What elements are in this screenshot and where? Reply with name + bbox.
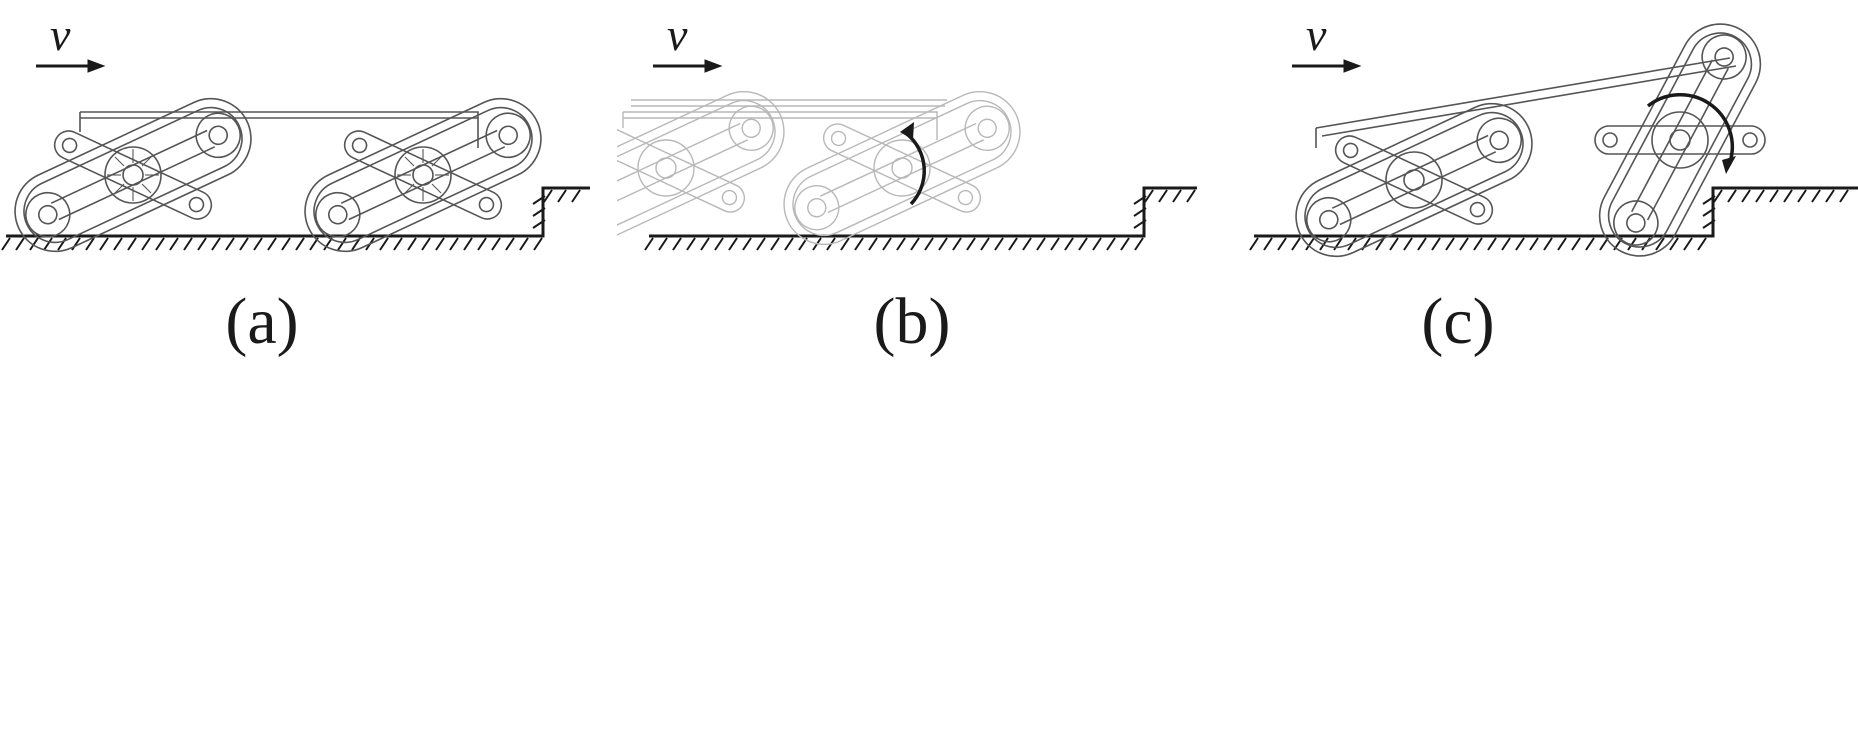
panel-b-drawing [617,59,1197,251]
velocity-label: v [667,9,688,60]
ground-with-step [1,186,590,251]
velocity-label: v [50,9,71,60]
panel-a-drawing [1,59,590,253]
panel-c-drawing [1249,23,1858,258]
panel-caption: (c) [1421,285,1495,358]
panel-c: v (c) [1238,0,1858,377]
velocity-label: v [1306,9,1327,60]
track-unit-rear-ghost [617,90,785,246]
panel-d-scene [0,0,620,377]
track-unit-rear [1295,102,1533,258]
panel-caption: (a) [225,285,299,358]
track-unit-front [304,97,542,253]
track-unit-front-ghost [783,90,1021,246]
track-unit-front [1594,23,1766,257]
rotation-arrow [900,122,926,206]
velocity-arrow [653,59,723,73]
rotation-arrow [1646,93,1736,174]
chassis-frame [79,111,479,148]
ground-with-step [1249,186,1858,251]
panel-d-mechanism [0,377,620,754]
chassis-frame-ghost [622,99,947,140]
track-unit-rear [14,97,252,253]
velocity-arrow [1292,59,1362,73]
velocity-arrow [36,59,106,73]
panel-d [0,377,620,754]
panel-b: v (b) [617,0,1237,377]
ground-with-step [644,186,1197,251]
panel-a: v (a) [0,0,620,377]
panel-caption: (b) [873,285,951,358]
